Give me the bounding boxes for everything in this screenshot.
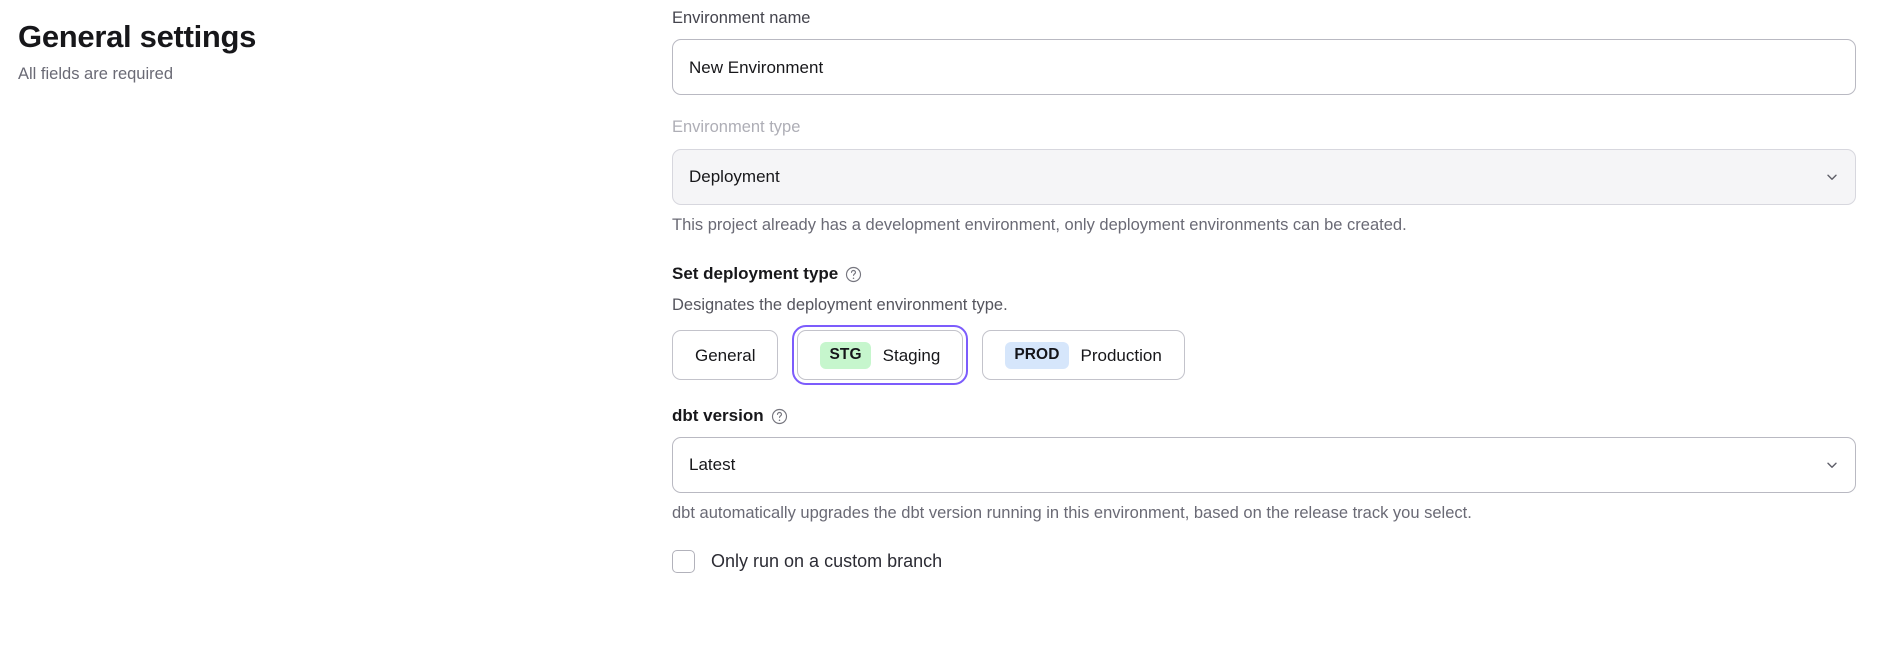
page-subtitle: All fields are required <box>18 64 578 85</box>
environment-name-label: Environment name <box>672 8 1856 29</box>
spacer <box>672 95 1856 117</box>
environment-name-value: New Environment <box>689 59 1839 76</box>
deployment-type-options: General STG Staging PROD Production <box>672 330 1856 380</box>
environment-type-select[interactable]: Deployment <box>672 149 1856 205</box>
custom-branch-label: Only run on a custom branch <box>711 551 942 573</box>
environment-name-field: Environment name New Environment <box>672 8 1856 95</box>
environment-type-helper: This project already has a development e… <box>672 215 1856 236</box>
option-label-production: Production <box>1081 347 1162 364</box>
environment-type-field: Environment type Deployment This project… <box>672 117 1856 236</box>
stg-badge: STG <box>820 342 870 369</box>
custom-branch-row: Only run on a custom branch <box>672 550 1856 573</box>
spacer <box>672 524 1856 550</box>
custom-branch-checkbox[interactable] <box>672 550 695 573</box>
option-label-staging: Staging <box>883 347 941 364</box>
dbt-version-field: dbt version Latest dbt automatically upg… <box>672 406 1856 524</box>
chevron-down-icon <box>1825 458 1839 472</box>
prod-badge: PROD <box>1005 342 1068 369</box>
dbt-version-helper: dbt automatically upgrades the dbt versi… <box>672 503 1856 524</box>
question-circle-icon[interactable] <box>771 408 788 425</box>
environment-type-label: Environment type <box>672 117 1856 138</box>
deployment-type-description: Designates the deployment environment ty… <box>672 295 1856 316</box>
option-label-general: General <box>695 347 755 364</box>
environment-type-value: Deployment <box>689 168 1817 185</box>
page-title: General settings <box>18 18 578 55</box>
general-settings-form: Environment name New Environment Environ… <box>672 8 1856 573</box>
question-circle-icon[interactable] <box>845 266 862 283</box>
spacer <box>672 380 1856 406</box>
environment-name-input[interactable]: New Environment <box>672 39 1856 95</box>
spacer <box>672 236 1856 264</box>
dbt-version-select[interactable]: Latest <box>672 437 1856 493</box>
deployment-type-option-production[interactable]: PROD Production <box>982 330 1184 380</box>
deployment-type-label-row: Set deployment type <box>672 264 1856 284</box>
dbt-version-label-row: dbt version <box>672 406 1856 426</box>
dbt-version-value: Latest <box>689 456 1817 473</box>
spacer <box>672 427 1856 437</box>
deployment-type-option-staging[interactable]: STG Staging <box>797 330 963 380</box>
deployment-type-option-general[interactable]: General <box>672 330 778 380</box>
page-header: General settings All fields are required <box>18 18 578 86</box>
deployment-type-field: Set deployment type Designates the deplo… <box>672 264 1856 380</box>
chevron-down-icon <box>1825 170 1839 184</box>
dbt-version-label: dbt version <box>672 406 764 426</box>
deployment-type-label: Set deployment type <box>672 264 838 284</box>
